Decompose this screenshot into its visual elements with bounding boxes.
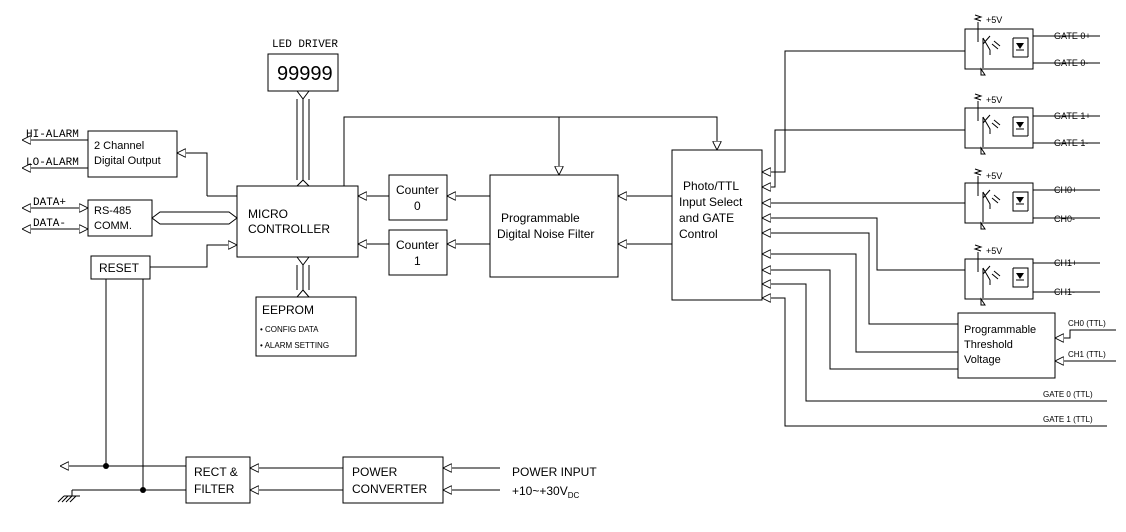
led-driver-box — [267, 53, 339, 92]
rect-filter-label-2: FILTER — [194, 482, 235, 496]
noise-filter-label-1: Programmable — [501, 211, 580, 225]
hi-alarm-label: HI-ALARM — [26, 129, 79, 141]
optocoupler-gate0 — [964, 14, 1100, 76]
opto2-pos-label: CH0+ — [1054, 185, 1077, 195]
input-select-label-1: Photo/TTL — [683, 179, 739, 193]
junction-dot — [103, 463, 109, 469]
counter1-label-2: 1 — [414, 254, 421, 268]
power-converter-label-2: CONVERTER — [352, 482, 427, 496]
reset-label: RESET — [99, 261, 140, 275]
ch0-ttl-line — [1055, 329, 1116, 338]
ch0-ttl-label: CH0 (TTL) — [1068, 319, 1106, 328]
counter0-box — [388, 174, 448, 221]
ground-symbol — [57, 489, 186, 503]
digital-output-box — [87, 130, 178, 178]
select-input-lines — [762, 50, 1107, 427]
opto3-neg-label: CH1- — [1054, 287, 1075, 297]
micro-to-output-line — [177, 153, 208, 196]
eeprom-box — [255, 296, 357, 357]
input-select-label-2: Input Select — [679, 195, 743, 209]
rect-filter-label-1: RECT & — [194, 465, 238, 479]
optocoupler-ch0 — [964, 168, 1100, 230]
opto1-neg-label: GATE 1- — [1054, 138, 1088, 148]
input-select-label-4: Control — [679, 227, 718, 241]
eeprom-title: EEPROM — [262, 303, 314, 317]
counter1-box — [388, 229, 448, 276]
opto0-vcc: +5V — [986, 15, 1002, 25]
opto3-vcc: +5V — [986, 246, 1002, 256]
counter0-label-2: 0 — [414, 199, 421, 213]
led-bus-arrow — [296, 90, 310, 187]
input-select-box — [671, 149, 763, 301]
rect-filter-box — [185, 456, 251, 504]
eeprom-item-alarm: • ALARM SETTING — [260, 341, 329, 350]
optocoupler-gate1 — [964, 93, 1100, 155]
reset-to-micro-line — [150, 245, 237, 268]
opto2-vcc: +5V — [986, 171, 1002, 181]
noise-filter-label-2: Digital Noise Filter — [497, 227, 594, 241]
opto0-neg-label: GATE 0- — [1054, 58, 1088, 68]
ch1-ttl-label: CH1 (TTL) — [1068, 350, 1106, 359]
threshold-label-1: Programmable — [964, 324, 1036, 336]
opto1-vcc: +5V — [986, 95, 1002, 105]
power-input-label: POWER INPUT — [512, 465, 597, 479]
optocoupler-ch1 — [964, 244, 1100, 306]
threshold-label-3: Voltage — [964, 354, 1001, 366]
led-driver-label: LED DRIVER — [272, 39, 338, 51]
data-plus-label: DATA+ — [33, 197, 66, 209]
power-input-voltage-main: +10~+30V — [512, 484, 568, 498]
power-input-voltage-sub: DC — [568, 491, 580, 500]
opto3-pos-label: CH1+ — [1054, 258, 1077, 268]
micro-control-bus — [343, 116, 717, 186]
gate0-ttl-label: GATE 0 (TTL) — [1043, 390, 1093, 399]
threshold-box — [957, 312, 1056, 379]
lo-alarm-label: LO-ALARM — [26, 157, 79, 169]
gate1-ttl-label: GATE 1 (TTL) — [1043, 415, 1093, 424]
data-minus-label: DATA- — [33, 218, 66, 230]
micro-label-2: CONTROLLER — [248, 222, 330, 236]
counter1-label-1: Counter — [396, 238, 439, 252]
rs485-label-2: COMM. — [94, 220, 132, 232]
noise-filter-box — [489, 174, 619, 278]
digital-output-label-2: Digital Output — [94, 155, 161, 167]
junction-dot — [140, 487, 146, 493]
counter0-label-1: Counter — [396, 183, 439, 197]
rs485-bus-arrow — [151, 211, 238, 225]
eeprom-item-config: • CONFIG DATA — [260, 325, 319, 334]
micro-label-1: MICRO — [248, 207, 288, 221]
opto1-pos-label: GATE 1+ — [1054, 111, 1091, 121]
opto0-pos-label: GATE 0+ — [1054, 31, 1091, 41]
power-input-voltage: +10~+30VDC — [512, 484, 580, 500]
rs485-label-1: RS-485 — [94, 205, 131, 217]
input-select-label-3: and GATE — [679, 211, 734, 225]
threshold-label-2: Threshold — [964, 339, 1013, 351]
power-converter-label-1: POWER — [352, 465, 398, 479]
led-display-value: 99999 — [277, 63, 333, 85]
opto2-neg-label: CH0- — [1054, 214, 1075, 224]
power-converter-box — [342, 456, 444, 504]
eeprom-bus-arrow — [296, 256, 310, 298]
micro-controller-box — [236, 185, 359, 258]
rs485-box — [87, 199, 153, 237]
digital-output-label-1: 2 Channel — [94, 140, 144, 152]
